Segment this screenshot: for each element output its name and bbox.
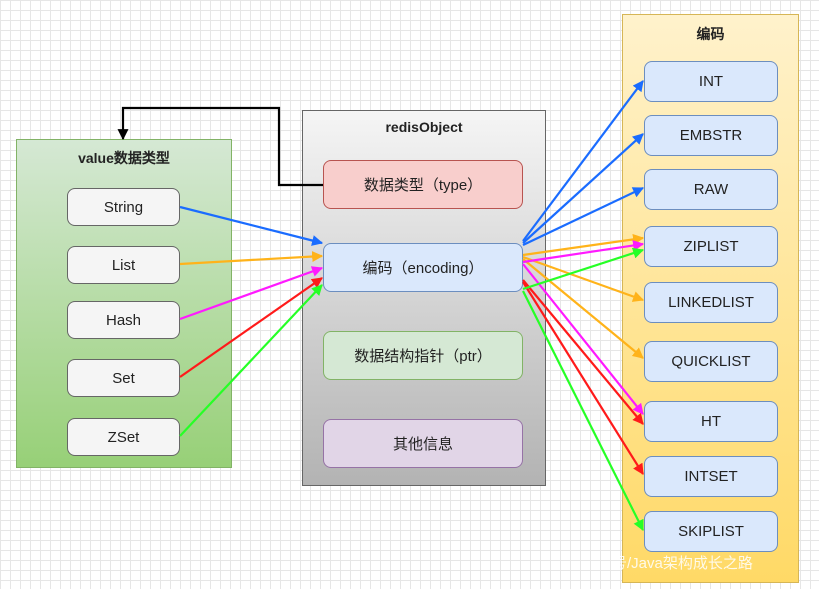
encoding-panel: 编码 INT EMBSTR RAW ZIPLIST LINKEDLIST QUI… xyxy=(622,14,799,583)
enc-ht[interactable]: HT xyxy=(644,401,778,442)
enc-embstr[interactable]: EMBSTR xyxy=(644,115,778,156)
type-hash[interactable]: Hash xyxy=(67,301,180,339)
watermark-text: 号/Java架构成长之路 xyxy=(612,555,753,572)
enc-raw[interactable]: RAW xyxy=(644,169,778,210)
value-panel-title: value数据类型 xyxy=(78,150,170,166)
encoding-panel-title: 编码 xyxy=(696,26,725,42)
enc-intset[interactable]: INTSET xyxy=(644,456,778,497)
redis-object-panel: redisObject 数据类型（type） 编码（encoding） 数据结构… xyxy=(302,110,546,486)
type-string[interactable]: String xyxy=(67,188,180,226)
field-encoding[interactable]: 编码（encoding） xyxy=(323,243,523,292)
enc-ziplist[interactable]: ZIPLIST xyxy=(644,226,778,267)
type-zset[interactable]: ZSet xyxy=(67,418,180,456)
enc-quicklist[interactable]: QUICKLIST xyxy=(644,341,778,382)
field-ptr[interactable]: 数据结构指针（ptr） xyxy=(323,331,523,380)
field-other[interactable]: 其他信息 xyxy=(323,419,523,468)
type-set[interactable]: Set xyxy=(67,359,180,397)
enc-skiplist[interactable]: SKIPLIST xyxy=(644,511,778,552)
field-type[interactable]: 数据类型（type） xyxy=(323,160,523,209)
value-type-panel: value数据类型 String List Hash Set ZSet xyxy=(16,139,232,468)
type-list[interactable]: List xyxy=(67,246,180,284)
enc-linkedlist[interactable]: LINKEDLIST xyxy=(644,282,778,323)
redis-object-title: redisObject xyxy=(385,119,463,135)
enc-int[interactable]: INT xyxy=(644,61,778,102)
